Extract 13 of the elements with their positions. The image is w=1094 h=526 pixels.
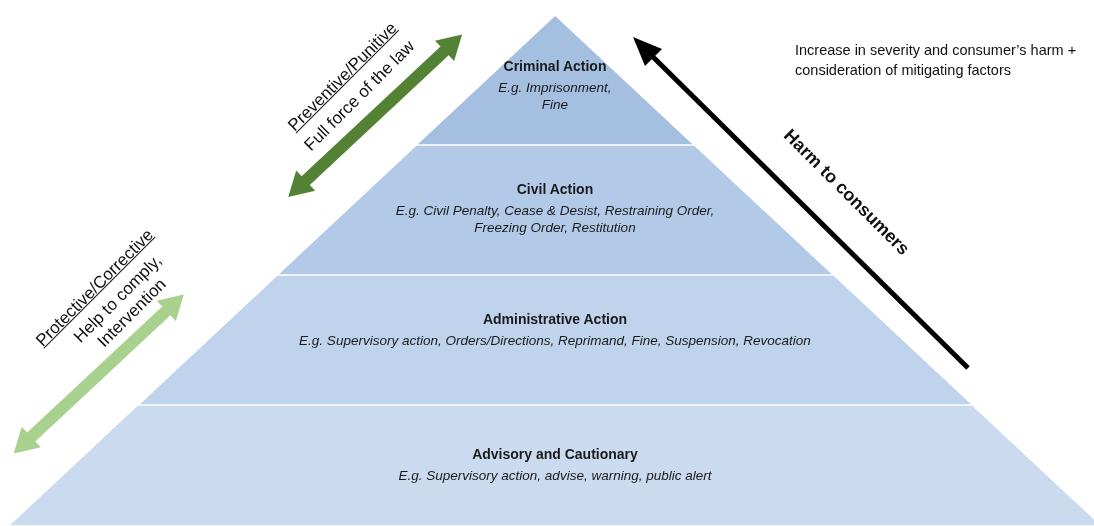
pyramid-top-tier [415,15,695,145]
tier-heading: Advisory and Cautionary [472,446,638,462]
double-arrow [13,294,184,454]
tier-examples: E.g. Supervisory action, advise, warning, public alert [398,467,712,484]
double-arrow [288,34,463,197]
tier-examples: E.g. Supervisory action, Orders/Directions, Reprimand, Fine, Suspension, Revocation [299,332,811,349]
tier-examples: E.g. Civil Penalty, Cease & Desist, Restraining Order, Freezing Order, Restitution [394,202,716,236]
tier-heading: Civil Action [516,181,594,197]
note-text: Increase in severity and consumer’s harm + consideration of mitigating factors [795,41,1078,80]
tier-examples: E.g. Imprisonment, Fine [497,79,613,113]
tier-heading: Criminal Action [503,58,607,74]
pyramid-tier [8,405,1094,526]
tier-heading: Administrative Action [482,311,628,327]
